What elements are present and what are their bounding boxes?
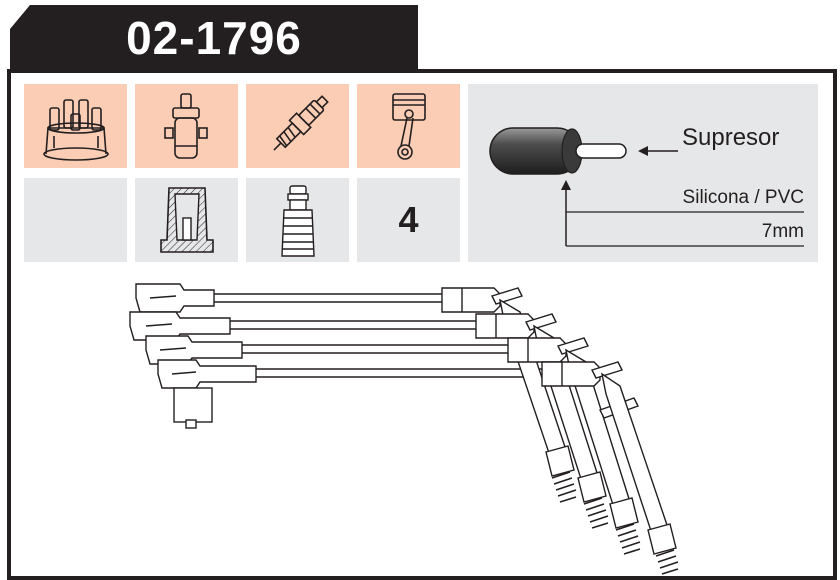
spark-plug-cell xyxy=(246,84,349,168)
spark-plug-icon xyxy=(273,95,329,151)
cylinder-count: 4 xyxy=(398,199,419,240)
coil-terminal-cell xyxy=(135,178,238,262)
distributor-cap-cell xyxy=(24,84,127,168)
suppressor-diagram xyxy=(489,127,804,247)
piston-icon xyxy=(392,93,426,160)
distributor-cap-icon xyxy=(43,99,109,161)
suppressor-label: Supresor xyxy=(682,124,780,151)
cylinders-cell: 4 xyxy=(357,178,460,262)
material-label: Silicona / PVC xyxy=(682,187,804,208)
coil-terminal-icon xyxy=(160,187,214,253)
part-number-tab: 02-1796 xyxy=(10,5,418,71)
plug-boot-4 xyxy=(541,361,677,555)
empty-cell xyxy=(24,178,127,262)
suppressor-panel: Supresor Silicona / PVC 7mm xyxy=(468,84,818,262)
diameter-label: 7mm xyxy=(761,221,804,242)
plug-boot-icon xyxy=(281,185,315,257)
distributor-boots xyxy=(129,283,257,429)
ignition-coil-icon xyxy=(164,93,208,159)
plug-boot-3 xyxy=(507,337,639,529)
ignition-coil-cell xyxy=(135,84,238,168)
part-number: 02-1796 xyxy=(126,12,302,64)
terminal-springs xyxy=(551,471,679,575)
piston-cell xyxy=(357,84,460,168)
wires xyxy=(214,293,542,378)
plug-boot-cell xyxy=(246,178,349,262)
